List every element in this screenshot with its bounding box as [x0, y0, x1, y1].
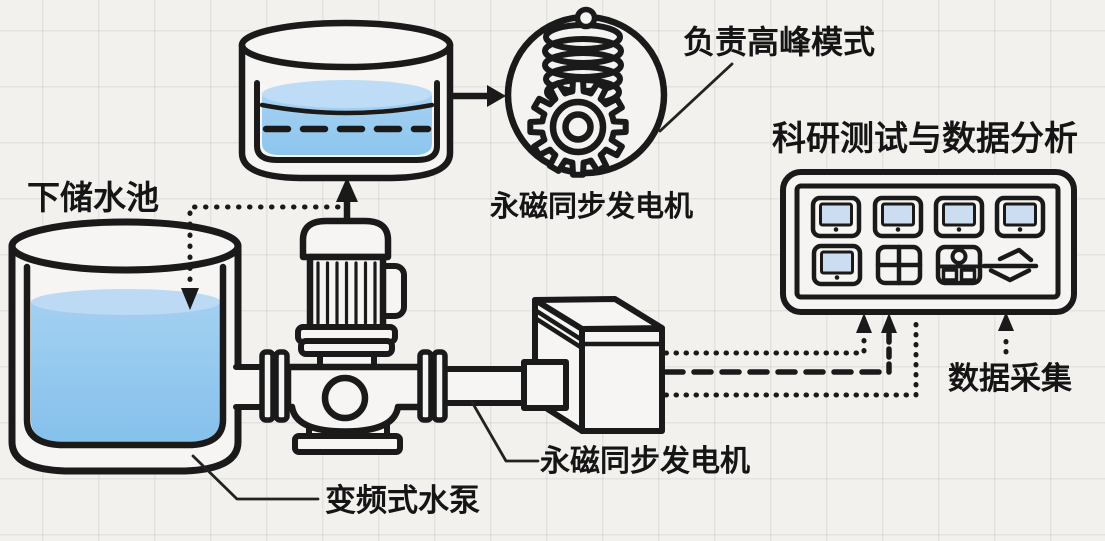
- panel-title: 科研测试与数据分析: [772, 120, 1078, 158]
- arrowhead-down: [181, 288, 199, 310]
- pump-boss: [321, 374, 369, 422]
- generator-label-top: 永磁同步发电机: [490, 191, 694, 223]
- monitor-icon: [814, 246, 860, 284]
- leader-lines: [191, 62, 734, 501]
- leader-peak-mode: [658, 62, 734, 133]
- monitor-icon: [813, 198, 859, 236]
- motor-ribs: [316, 261, 377, 325]
- motor-cap: [299, 217, 392, 261]
- lower-tank: [8, 218, 269, 475]
- double-chevron-icon: [981, 247, 1039, 283]
- arrowhead-up: [881, 313, 897, 333]
- coil-top-knob: [574, 6, 598, 30]
- arrowhead-up: [998, 312, 1014, 331]
- research-panel: [780, 169, 1077, 315]
- arrowhead-right: [487, 85, 506, 107]
- grid-cross-icon: [875, 244, 923, 286]
- monitor-icon: [997, 198, 1043, 236]
- peak-mode-label: 负责高峰模式: [683, 24, 876, 60]
- user-card-icon: [935, 244, 983, 286]
- flow-arrows: [181, 85, 506, 310]
- coil-spring-gear-icon: [504, 6, 668, 178]
- signal-dotted-2: [663, 312, 919, 398]
- arrowhead-up: [856, 313, 872, 333]
- generator-box: [521, 296, 665, 434]
- arrowhead-up: [336, 177, 358, 202]
- monitor-icon: [875, 198, 921, 236]
- lower-tank-water: [31, 302, 221, 444]
- upper-tank: [238, 19, 454, 182]
- pump-label: 变频式水泵: [325, 483, 480, 518]
- monitor-icon: [936, 198, 982, 236]
- leader-pump-label: [191, 454, 320, 501]
- lower-reservoir-label: 下储水池: [27, 179, 159, 216]
- data-acquisition-label: 数据采集: [948, 361, 1072, 396]
- variable-frequency-pump: [259, 217, 530, 455]
- generator-label-bottom: 永磁同步发电机: [540, 445, 750, 478]
- signal-dotted-1: [663, 330, 867, 356]
- signal-lines: [663, 312, 1014, 398]
- leader-generator-label: [470, 400, 540, 463]
- shaft-coupling: [521, 359, 569, 411]
- dotted-control-line: [187, 204, 341, 289]
